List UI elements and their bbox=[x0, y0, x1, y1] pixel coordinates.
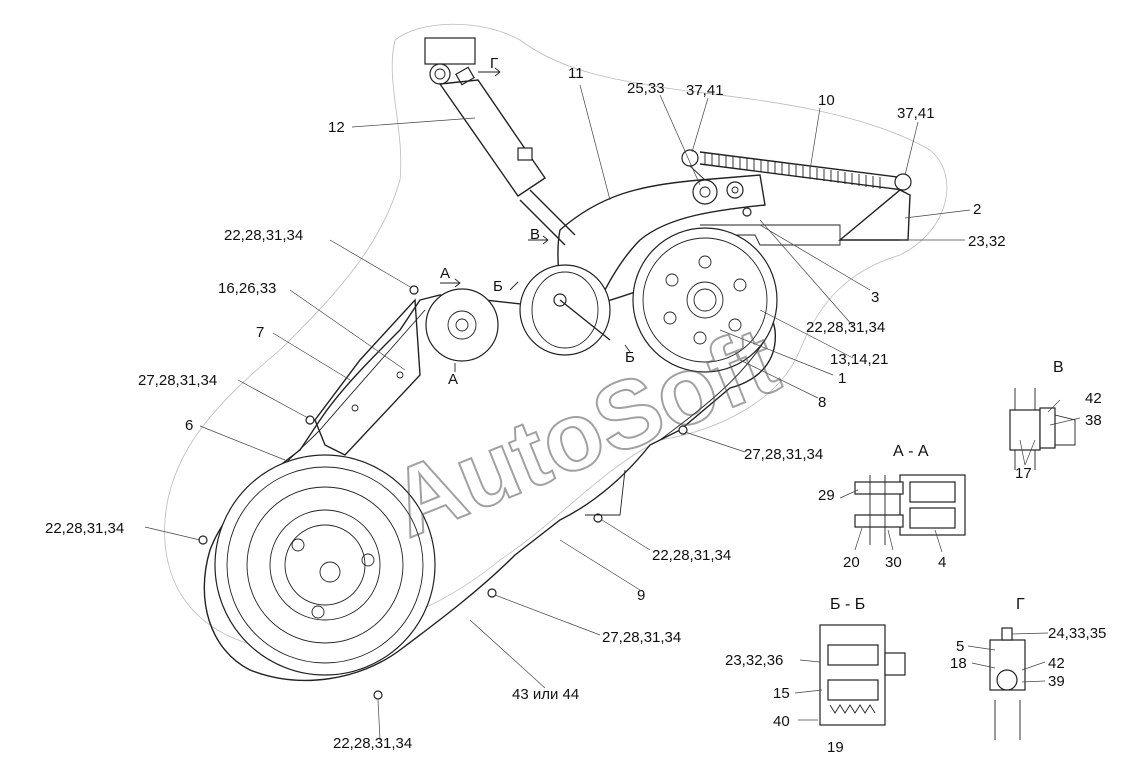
label-17: 17 bbox=[1015, 465, 1032, 482]
label-8: 8 bbox=[818, 394, 826, 411]
label-22-28-31-34-b: 22,28,31,34 bbox=[806, 319, 885, 336]
label-10: 10 bbox=[818, 92, 835, 109]
label-22-28-31-34-e: 22,28,31,34 bbox=[333, 735, 412, 752]
section-title-g: Г bbox=[1016, 596, 1025, 613]
label-7: 7 bbox=[256, 324, 264, 341]
label-42-g: 42 bbox=[1048, 655, 1065, 672]
label-22-28-31-34-d: 22,28,31,34 bbox=[652, 547, 731, 564]
base-plate bbox=[700, 224, 841, 246]
label-37-41-right: 37,41 bbox=[897, 105, 935, 122]
label-2: 2 bbox=[973, 201, 981, 218]
leader-lines bbox=[144, 84, 971, 741]
detail-view-bb bbox=[794, 624, 906, 726]
label-6: 6 bbox=[185, 417, 193, 434]
label-42-v: 42 bbox=[1085, 390, 1102, 407]
view-marker-v: В bbox=[530, 226, 540, 243]
label-13-14-21: 13,14,21 bbox=[830, 351, 888, 368]
mounting-plate bbox=[314, 298, 421, 456]
tension-spring bbox=[699, 151, 912, 191]
label-5: 5 bbox=[956, 638, 964, 655]
label-25-33: 25,33 bbox=[627, 80, 665, 97]
view-marker-b-bottom: Б bbox=[625, 349, 635, 366]
detail-view-aa bbox=[839, 474, 966, 553]
label-1: 1 bbox=[838, 370, 846, 387]
view-marker-a-bottom: А bbox=[448, 371, 458, 388]
label-37-41-left: 37,41 bbox=[686, 82, 724, 99]
section-title-v: В bbox=[1053, 359, 1064, 376]
label-40: 40 bbox=[773, 713, 790, 730]
tension-roller bbox=[519, 264, 611, 356]
label-24-33-35: 24,33,35 bbox=[1048, 625, 1106, 642]
lower-bracket bbox=[585, 469, 626, 516]
label-27-28-31-34-a: 27,28,31,34 bbox=[138, 372, 217, 389]
view-marker-g: Г bbox=[490, 55, 498, 72]
label-39: 39 bbox=[1048, 673, 1065, 690]
label-38: 38 bbox=[1085, 412, 1102, 429]
label-3: 3 bbox=[871, 289, 879, 306]
section-markers bbox=[440, 67, 631, 372]
label-22-28-31-34-a: 22,28,31,34 bbox=[224, 227, 303, 244]
label-16-26-33: 16,26,33 bbox=[218, 280, 276, 297]
section-title-bb: Б - Б bbox=[830, 596, 865, 613]
label-20: 20 bbox=[843, 554, 860, 571]
detail-view-v bbox=[1009, 388, 1081, 470]
label-15: 15 bbox=[773, 685, 790, 702]
detail-view-g bbox=[967, 627, 1049, 740]
label-27-28-31-34-c: 27,28,31,34 bbox=[602, 629, 681, 646]
view-marker-a-top: А bbox=[440, 265, 450, 282]
bracket bbox=[838, 189, 911, 241]
label-27-28-31-34-b: 27,28,31,34 bbox=[744, 446, 823, 463]
label-43-or-44: 43 или 44 bbox=[512, 686, 579, 703]
drive-pulley bbox=[632, 227, 778, 373]
section-title-aa: А - А bbox=[893, 443, 929, 460]
label-30: 30 bbox=[885, 554, 902, 571]
bolts bbox=[198, 207, 752, 700]
label-19: 19 bbox=[827, 739, 844, 756]
idler-pulley bbox=[425, 288, 499, 362]
label-23-32-36: 23,32,36 bbox=[725, 652, 783, 669]
label-4: 4 bbox=[938, 554, 946, 571]
label-12: 12 bbox=[328, 119, 345, 136]
label-11: 11 bbox=[568, 65, 584, 82]
label-29: 29 bbox=[818, 487, 835, 504]
driven-pulley bbox=[214, 454, 436, 676]
hydraulic-cylinder bbox=[424, 37, 576, 246]
label-23-32: 23,32 bbox=[968, 233, 1006, 250]
view-marker-b-top: Б bbox=[493, 278, 503, 295]
label-22-28-31-34-c: 22,28,31,34 bbox=[45, 520, 124, 537]
label-18: 18 bbox=[950, 655, 967, 672]
background-outline bbox=[164, 23, 948, 651]
label-9: 9 bbox=[637, 587, 645, 604]
